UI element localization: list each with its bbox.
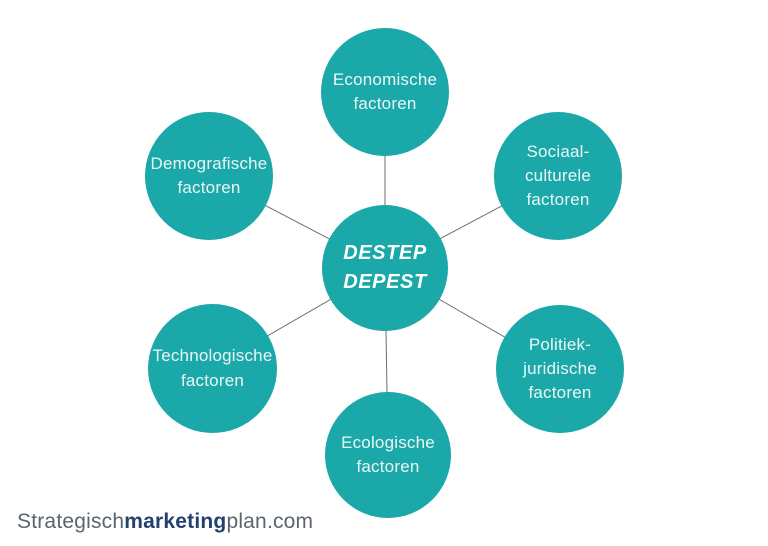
wordmark-bold: marketing (124, 510, 227, 533)
node-label-ecologische: Ecologische factoren (341, 432, 435, 476)
node-ecologische-factoren: Ecologische factoren (325, 392, 451, 518)
node-label-politiek-juridische: Politiek- juridische factoren (523, 334, 597, 403)
node-destep-center: DESTEP DEPEST (322, 205, 448, 331)
wordmark-suffix: plan.com (226, 510, 314, 533)
node-politiek-juridische-factoren: Politiek- juridische factoren (496, 305, 624, 433)
node-technologische-factoren: Technologische factoren (148, 304, 277, 433)
node-label-technologische: Technologische factoren (152, 346, 273, 390)
node-demografische-factoren: Demografische factoren (145, 112, 273, 240)
node-sociaal-culturele-factoren: Sociaal- culturele factoren (494, 112, 622, 240)
node-label-sociaal-culturele: Sociaal- culturele factoren (524, 141, 592, 210)
center-hub-label: DESTEP DEPEST (343, 242, 427, 293)
site-wordmark: Strategischmarketingplan.com (17, 510, 313, 534)
node-label-economische: Economische factoren (332, 69, 438, 113)
node-economische-factoren: Economische factoren (321, 28, 449, 156)
node-label-demografische: Demografische factoren (150, 153, 268, 197)
wordmark-prefix: Strategisch (17, 510, 125, 533)
